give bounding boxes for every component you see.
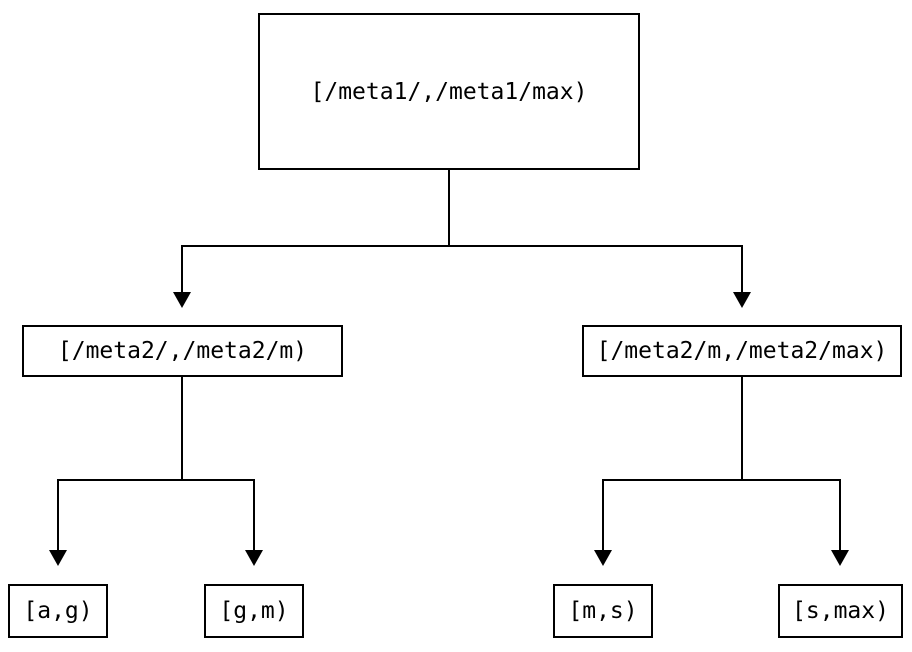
node-leaf-smax: [s,max)	[778, 584, 903, 638]
node-meta2-left-label: [/meta2/,/meta2/m)	[57, 338, 308, 364]
connector-leaf-smax-drop	[839, 479, 841, 550]
connector-leaf-ms-drop	[602, 479, 604, 550]
node-meta2-right-label: [/meta2/m,/meta2/max)	[596, 338, 888, 364]
node-meta2-right: [/meta2/m,/meta2/max)	[582, 325, 902, 377]
connector-level1-left-drop	[181, 245, 183, 293]
connector-meta2-left-stem	[181, 377, 183, 481]
node-leaf-ag-label: [a,g)	[23, 598, 93, 624]
connector-level1-bar	[181, 245, 743, 247]
node-leaf-ms: [m,s)	[553, 584, 653, 638]
node-leaf-ms-label: [m,s)	[568, 598, 638, 624]
connector-meta2-right-stem	[741, 377, 743, 481]
connector-level2-left-bar	[57, 479, 255, 481]
connector-level1-right-drop	[741, 245, 743, 293]
node-leaf-gm-label: [g,m)	[219, 598, 289, 624]
arrowhead-down-icon	[733, 292, 751, 308]
node-leaf-smax-label: [s,max)	[792, 598, 889, 624]
arrowhead-down-icon	[245, 550, 263, 566]
connector-leaf-ag-drop	[57, 479, 59, 550]
node-root-label: [/meta1/,/meta1/max)	[310, 78, 588, 105]
node-leaf-ag: [a,g)	[8, 584, 108, 638]
node-root: [/meta1/,/meta1/max)	[258, 13, 640, 170]
connector-level2-right-bar	[602, 479, 841, 481]
arrowhead-down-icon	[173, 292, 191, 308]
node-meta2-left: [/meta2/,/meta2/m)	[22, 325, 343, 377]
arrowhead-down-icon	[49, 550, 67, 566]
arrowhead-down-icon	[831, 550, 849, 566]
connector-leaf-gm-drop	[253, 479, 255, 550]
arrowhead-down-icon	[594, 550, 612, 566]
connector-root-stem	[448, 170, 450, 247]
node-leaf-gm: [g,m)	[204, 584, 304, 638]
